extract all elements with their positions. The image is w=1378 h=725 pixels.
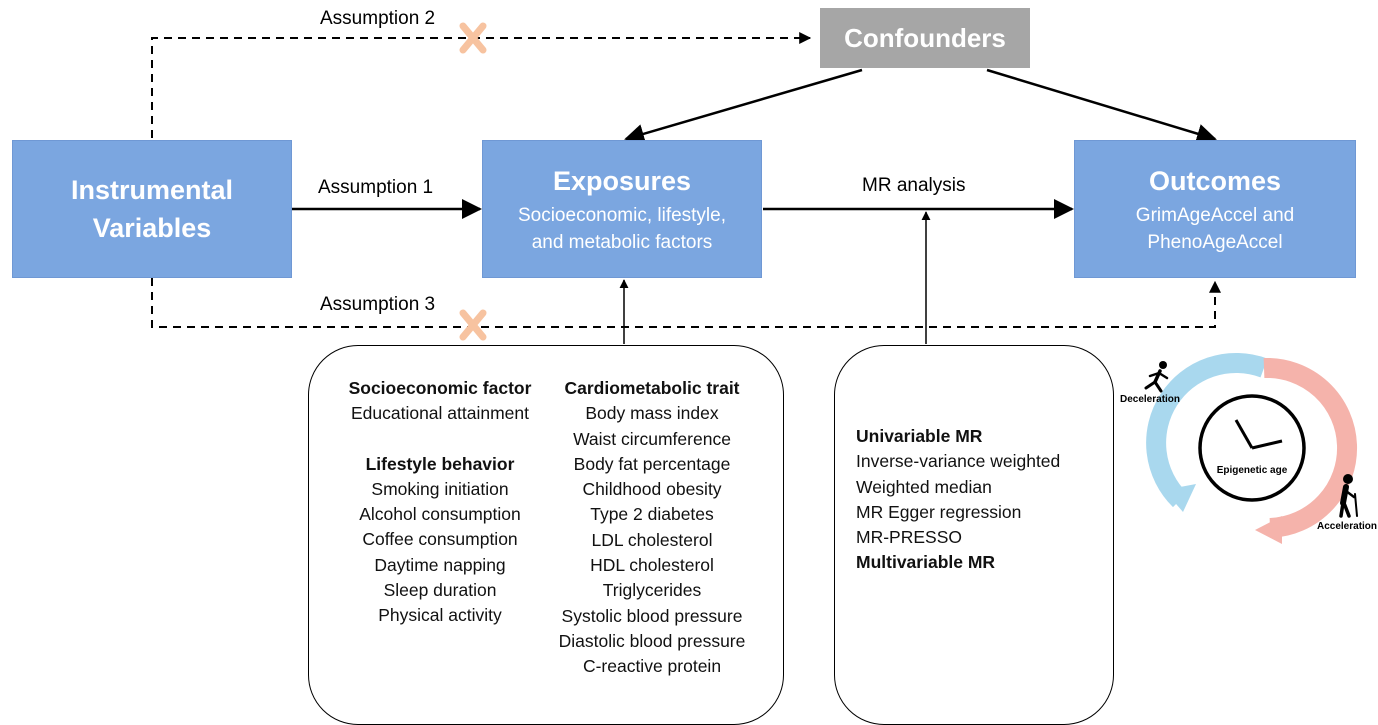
assumption1-label: Assumption 1	[318, 177, 434, 198]
cardiometabolic-item: LDL cholesterol	[591, 529, 713, 550]
exposures-sub-line2: and metabolic factors	[531, 232, 713, 253]
socioeconomic-heading: Socioeconomic factor	[348, 378, 532, 398]
mr-methods-column: Univariable MR Inverse-variance weighted…	[856, 424, 1106, 576]
cardiometabolic-item: Childhood obesity	[582, 479, 722, 500]
assumption3-path	[151, 278, 1221, 328]
lifestyle-heading: Lifestyle behavior	[365, 453, 515, 474]
univariable-method-item: MR Egger regression	[856, 501, 1022, 522]
assumption2-label: Assumption 2	[320, 8, 436, 29]
cardiometabolic-item: C-reactive protein	[582, 656, 722, 677]
univariable-method-item: Inverse-variance weighted	[856, 451, 1061, 472]
mr-analysis-label: MR analysis	[862, 175, 966, 196]
cardiometabolic-item: Triglycerides	[602, 580, 702, 601]
elderly-person-icon	[1339, 474, 1358, 518]
deceleration-arc	[1146, 352, 1268, 508]
assumption2-path	[151, 32, 812, 138]
outcomes-sub-line2: PhenoAgeAccel	[1147, 232, 1283, 253]
univariable-heading: Univariable MR	[856, 426, 983, 446]
cardiometabolic-item: HDL cholesterol	[590, 555, 714, 576]
deceleration-label: Deceleration	[1120, 394, 1181, 405]
acceleration-label: Acceleration	[1317, 521, 1378, 532]
socioeconomic-item: Educational attainment	[350, 403, 530, 424]
mr-methods-panel	[834, 345, 1114, 725]
lifestyle-item: Smoking initiation	[371, 478, 509, 499]
multivariable-heading: Multivariable MR	[856, 552, 996, 573]
exposure-left-column: Socioeconomic factor Educational attainm…	[330, 376, 550, 629]
lifestyle-item: Physical activity	[378, 605, 502, 626]
confounders-title: Confounders	[844, 23, 1006, 53]
cardiometabolic-item: Diastolic blood pressure	[558, 630, 746, 651]
epigenetic-clock-graphic	[1146, 352, 1357, 544]
cardiometabolic-item: Body mass index	[585, 403, 719, 424]
outcomes-title: Outcomes	[1148, 166, 1282, 196]
lifestyle-item: Sleep duration	[383, 580, 497, 601]
exposures-node: Exposures Socioeconomic, lifestyle, and …	[482, 140, 762, 278]
lifestyle-item: Coffee consumption	[362, 529, 518, 550]
connector-layer	[151, 22, 1358, 670]
outcomes-sub-line1: GrimAgeAccel and	[1135, 205, 1295, 226]
confounders-to-outcomes-arrow	[986, 68, 1217, 144]
confounders-node: Confounders	[820, 8, 1030, 68]
lifestyle-item: Alcohol consumption	[359, 504, 521, 525]
epigenetic-age-label: Epigenetic age	[1216, 465, 1288, 476]
exposure-factors-panel	[308, 345, 784, 725]
exposures-sub-line1: Socioeconomic, lifestyle,	[517, 205, 727, 226]
acceleration-arc	[1263, 357, 1357, 538]
cross-assumption3-icon	[459, 309, 487, 341]
cardiometabolic-item: Waist circumference	[573, 428, 731, 449]
exposures-title: Exposures	[552, 166, 692, 196]
cardiometabolic-item: Type 2 diabetes	[590, 504, 714, 525]
instrumental-variables-node: Instrumental Variables	[12, 140, 292, 278]
running-person-icon	[1144, 361, 1169, 393]
assumption3-label: Assumption 3	[320, 294, 436, 315]
cardiometabolic-heading: Cardiometabolic trait	[564, 378, 740, 398]
cardiometabolic-item: Body fat percentage	[573, 453, 731, 474]
instrumental-title-line2: Variables	[92, 213, 212, 243]
univariable-method-item: Weighted median	[856, 476, 992, 497]
lifestyle-item: Daytime napping	[374, 554, 506, 575]
cardiometabolic-item: Systolic blood pressure	[561, 605, 743, 626]
univariable-method-item: MR-PRESSO	[856, 527, 962, 548]
instrumental-title-line1: Instrumental	[70, 175, 234, 205]
outcomes-node: Outcomes GrimAgeAccel and PhenoAgeAccel	[1074, 140, 1356, 278]
cross-assumption2-icon	[459, 22, 487, 54]
confounders-to-exposures-arrow	[624, 68, 863, 144]
